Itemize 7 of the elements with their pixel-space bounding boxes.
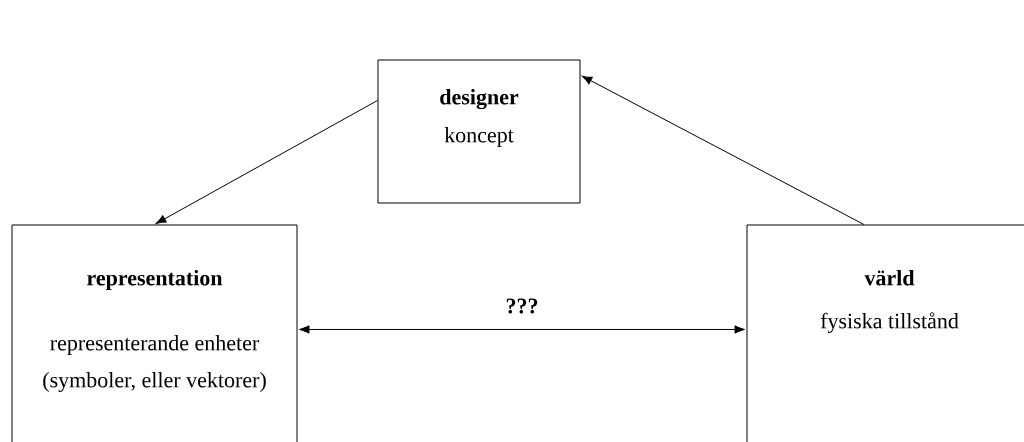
text-box: representation representerande enheter (symboler, eller vektorer) <box>11 224 298 442</box>
arrow <box>299 325 745 334</box>
text-box: designer koncept <box>377 59 581 204</box>
arrow <box>155 99 378 224</box>
text-box: värld fysiska tillstånd <box>746 224 1024 442</box>
edge-label: ??? <box>503 296 541 316</box>
arrow <box>581 75 865 225</box>
